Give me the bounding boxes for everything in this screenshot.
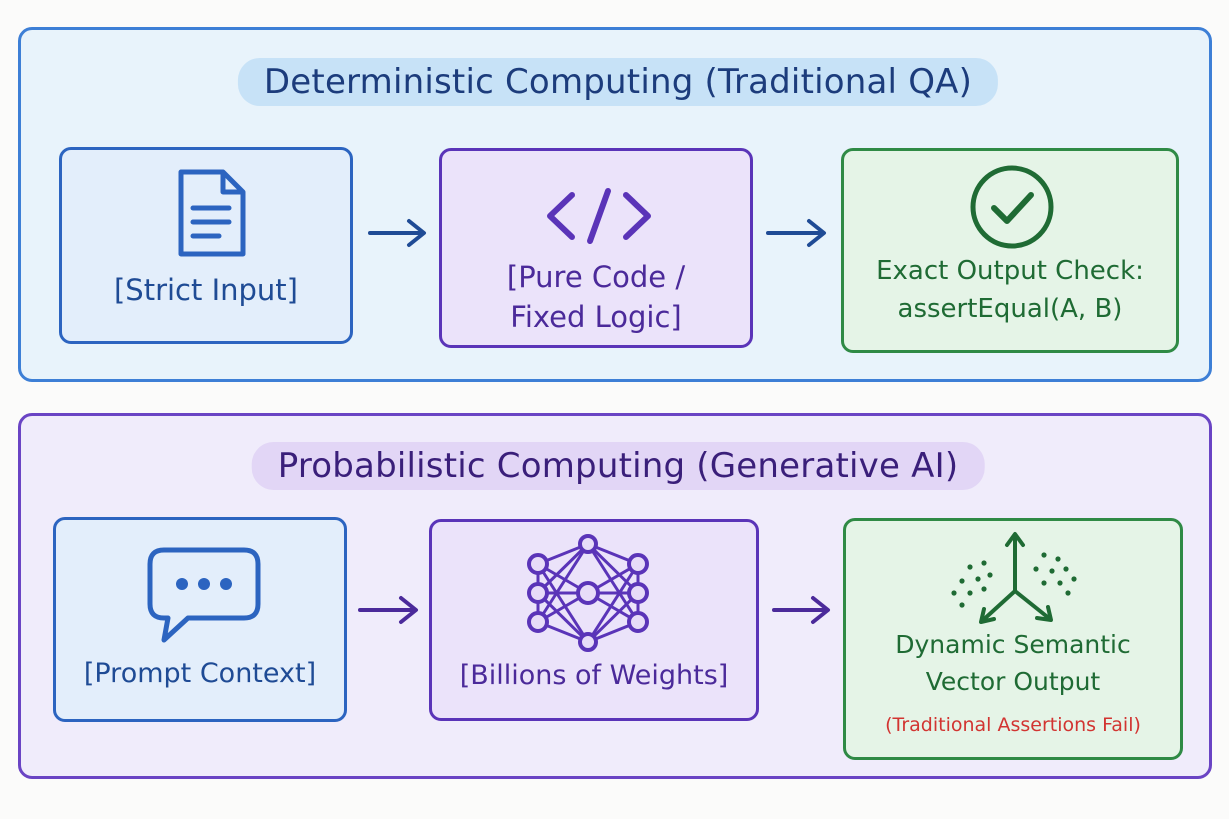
vector-output-label-line2: Vector Output bbox=[925, 667, 1101, 696]
checkmark-circle-icon bbox=[970, 165, 1054, 249]
arrow-right-icon bbox=[368, 219, 426, 247]
pure-code-label-line1: [Pure Code / bbox=[506, 260, 686, 294]
assertions-fail-note: (Traditional Assertions Fail) bbox=[885, 714, 1141, 736]
exact-output-label-line2: assertEqual(A, B) bbox=[897, 294, 1123, 324]
arrow-right-icon bbox=[772, 596, 830, 624]
exact-output-label-line1: Exact Output Check: bbox=[876, 256, 1144, 286]
document-icon bbox=[178, 169, 246, 257]
pure-code-box: [Pure Code / Fixed Logic] bbox=[439, 148, 753, 348]
probabilistic-panel: Probabilistic Computing (Generative AI) … bbox=[18, 413, 1212, 779]
exact-output-box: Exact Output Check: assertEqual(A, B) bbox=[841, 148, 1179, 353]
chat-bubble-icon bbox=[147, 547, 261, 643]
neural-network-icon bbox=[527, 534, 649, 652]
vector-output-label-line1: Dynamic Semantic bbox=[895, 630, 1131, 659]
vector-axes-icon bbox=[951, 532, 1077, 624]
arrow-right-icon bbox=[358, 596, 418, 624]
strict-input-box: [Strict Input] bbox=[59, 147, 353, 344]
prompt-context-box: [Prompt Context] bbox=[53, 517, 347, 722]
deterministic-title: Deterministic Computing (Traditional QA) bbox=[237, 58, 999, 106]
arrow-right-icon bbox=[766, 219, 826, 247]
vector-output-box: Dynamic Semantic Vector Output (Traditio… bbox=[843, 518, 1183, 760]
code-icon bbox=[547, 188, 651, 244]
probabilistic-title: Probabilistic Computing (Generative AI) bbox=[251, 442, 985, 490]
billions-weights-box: [Billions of Weights] bbox=[429, 519, 759, 721]
billions-weights-label: [Billions of Weights] bbox=[459, 660, 729, 691]
pure-code-label-line2: Fixed Logic] bbox=[510, 300, 682, 334]
prompt-context-label: [Prompt Context] bbox=[83, 658, 317, 689]
deterministic-panel: Deterministic Computing (Traditional QA)… bbox=[18, 27, 1212, 382]
strict-input-label: [Strict Input] bbox=[113, 273, 298, 307]
